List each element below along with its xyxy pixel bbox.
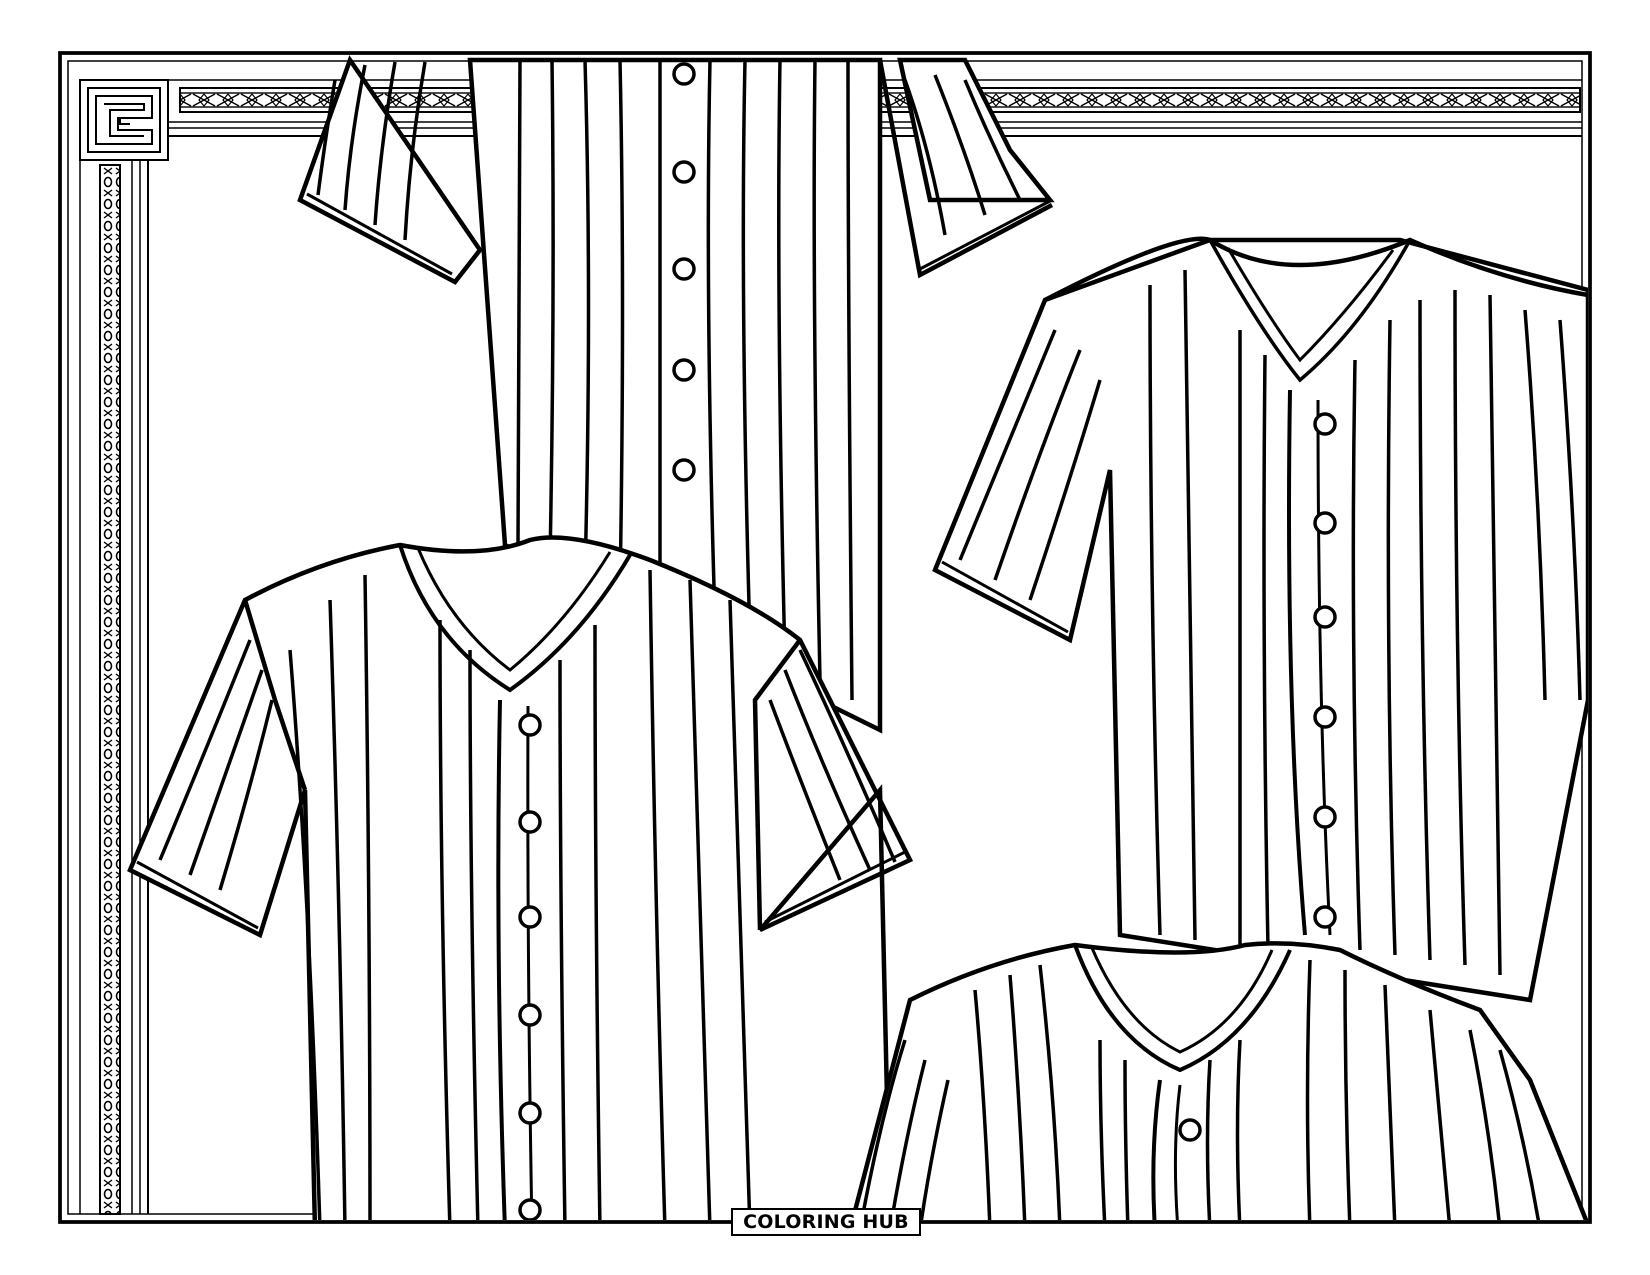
border-band-left bbox=[79, 150, 149, 1215]
jersey-bottom-left bbox=[127, 535, 914, 1220]
greek-key-corner bbox=[79, 79, 169, 161]
brand-label: COLORING HUB bbox=[731, 1208, 921, 1236]
jersey-right bbox=[932, 236, 1588, 1003]
jersey-bottom-right bbox=[850, 941, 1588, 1220]
